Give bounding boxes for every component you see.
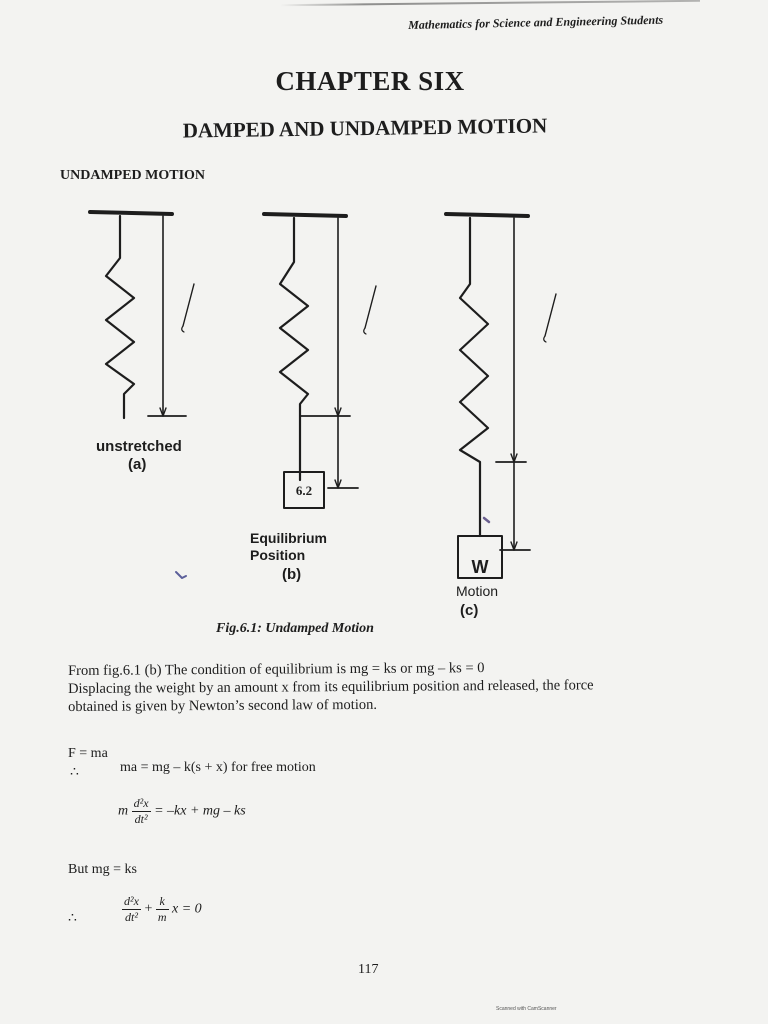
length-pointer-b (364, 285, 377, 329)
mass-box-b (283, 471, 325, 509)
therefore-symbol-1: ∴ (70, 765, 79, 780)
eq4-plus: + (144, 901, 153, 917)
eq4-k-fraction: k m (155, 894, 169, 925)
length-pointer-c (544, 293, 557, 337)
spring-panel-a (88, 210, 195, 420)
eq3-fraction: d²x dt² (131, 796, 151, 827)
equation-but: But mg = ks (68, 862, 137, 877)
eq4-numerator: d²x (122, 894, 141, 910)
eq4-denominator: dt² (125, 910, 138, 924)
label-panel-c: (c) (460, 602, 479, 619)
label-motion: Motion (456, 583, 499, 599)
ceiling-support-b (262, 212, 348, 218)
chapter-title: CHAPTER SIX (275, 66, 465, 96)
mass-label-c: W (471, 557, 489, 577)
equation-differential: m d²x dt² = –kx + mg – ks (118, 796, 246, 827)
figure-caption: Fig.6.1: Undamped Motion (216, 621, 374, 636)
spring-coil-a (104, 214, 136, 420)
chapter-subtitle: DAMPED AND UNDAMPED MOTION (182, 113, 548, 143)
label-panel-a: (a) (128, 456, 147, 473)
equation-free-motion: ma = mg – k(s + x) for free motion (120, 760, 316, 775)
scan-speck (175, 571, 187, 579)
spring-panel-c (444, 212, 557, 579)
therefore-symbol-2: ∴ (68, 911, 77, 926)
equation-final: d²x dt² + k m x = 0 (122, 894, 202, 925)
mass-box-c (457, 535, 503, 579)
spring-coil-c (458, 216, 490, 538)
eq3-rhs: = –kx + mg – ks (154, 803, 246, 819)
eq3-denominator: dt² (134, 812, 148, 826)
eq4-fraction: d²x dt² (122, 894, 141, 925)
label-unstretched: unstretched (96, 438, 182, 455)
page-number: 117 (358, 962, 379, 977)
label-position: Position (250, 547, 306, 563)
equation-newton: F = ma (68, 746, 108, 761)
eq3-mass: m (118, 803, 129, 819)
arrow-head-a (159, 407, 167, 417)
section-heading: UNDAMPED MOTION (60, 168, 206, 183)
eq4-rhs: x = 0 (172, 901, 202, 917)
eq3-numerator: d²x (131, 796, 151, 812)
length-pointer-a (182, 283, 195, 327)
eq4-k-denominator: m (157, 910, 167, 924)
ceiling-support-c (444, 212, 530, 218)
scan-edge-line (280, 0, 700, 7)
eq4-k-numerator: k (155, 894, 169, 910)
paragraph-line-3: obtained is given by Newton’s second law… (68, 696, 378, 715)
ceiling-support-a (88, 210, 174, 216)
spring-figure (88, 210, 557, 579)
running-header: Mathematics for Science and Engineering … (408, 12, 664, 32)
mass-label-b: 6.2 (295, 483, 313, 498)
spring-panel-b (262, 212, 377, 509)
scan-speck (482, 516, 491, 524)
scanner-watermark: Scanned with CamScanner (496, 1006, 557, 1012)
label-equilibrium: Equilibrium (250, 530, 327, 546)
label-panel-b: (b) (282, 566, 302, 583)
spring-coil-b (278, 216, 310, 482)
